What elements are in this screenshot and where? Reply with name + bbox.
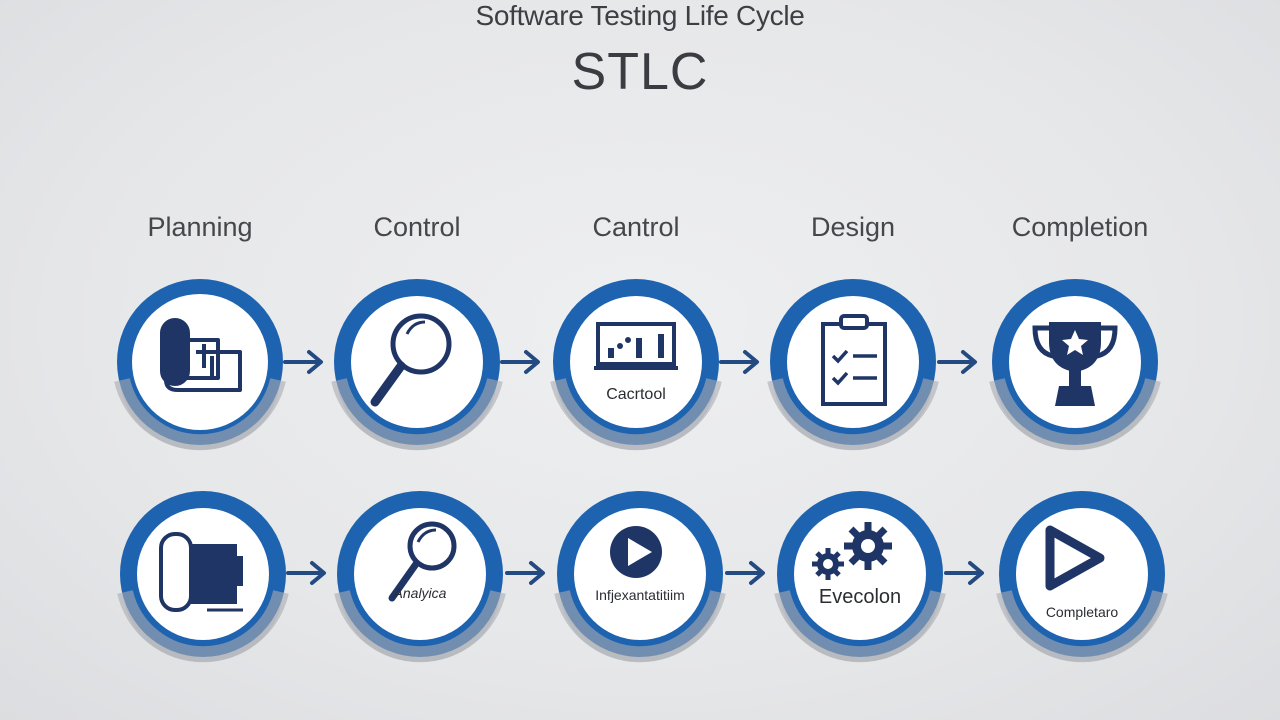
- stage-node-planning: [100, 260, 300, 480]
- magnifier-icon: [370, 313, 452, 407]
- stage-node-completion: [975, 260, 1175, 480]
- node-caption-cacrtool: Cacrtool: [606, 386, 666, 403]
- diagram-subtitle: STLC: [571, 43, 709, 101]
- stage-node-bottom-5: Completaro: [982, 472, 1182, 692]
- stage-label-control: Control: [373, 212, 461, 242]
- stage-label-cantrol: Cantrol: [592, 212, 680, 242]
- stage-node-bottom-2: Analyica: [320, 472, 520, 692]
- stage-node-control: [317, 260, 517, 480]
- stage-label-completion: Completion: [1011, 212, 1149, 242]
- flow-arrow-icon: [944, 558, 988, 588]
- stage-label-design: Design: [810, 212, 896, 242]
- stage-node-bottom-1: [103, 472, 303, 692]
- clipboard-checklist-icon: [821, 314, 887, 406]
- node-caption-completaro: Completaro: [1045, 604, 1119, 620]
- play-triangle-icon: [1045, 525, 1105, 591]
- stage-node-bottom-3: Infjexantatitiim: [540, 472, 740, 692]
- play-button-icon: [610, 526, 662, 578]
- magnifier-icon: [388, 521, 457, 602]
- node-caption-evecolon: Evecolon: [818, 586, 902, 608]
- gears-icon: [812, 522, 892, 580]
- stage-node-bottom-4: Evecolon: [760, 472, 960, 692]
- flow-arrow-icon: [286, 558, 330, 588]
- node-caption-infjexantatitiim: Infjexantatitiim: [595, 587, 685, 603]
- flow-arrow-icon: [283, 347, 327, 377]
- node-caption-analyica: Analyica: [393, 585, 447, 601]
- flow-arrow-icon: [505, 558, 549, 588]
- stage-node-cantrol: Cacrtool: [536, 260, 736, 480]
- flow-arrow-icon: [500, 347, 544, 377]
- document-scroll-icon: [160, 318, 242, 392]
- document-binder-icon: [159, 532, 243, 612]
- stage-label-planning: Planning: [147, 212, 253, 242]
- flow-arrow-icon: [725, 558, 769, 588]
- flow-arrow-icon: [937, 347, 981, 377]
- stage-node-design: [753, 260, 953, 480]
- diagram-title: Software Testing Life Cycle: [475, 0, 805, 31]
- flow-arrow-icon: [719, 347, 763, 377]
- monitor-chart-icon: [594, 322, 678, 370]
- trophy-icon: [1032, 322, 1118, 406]
